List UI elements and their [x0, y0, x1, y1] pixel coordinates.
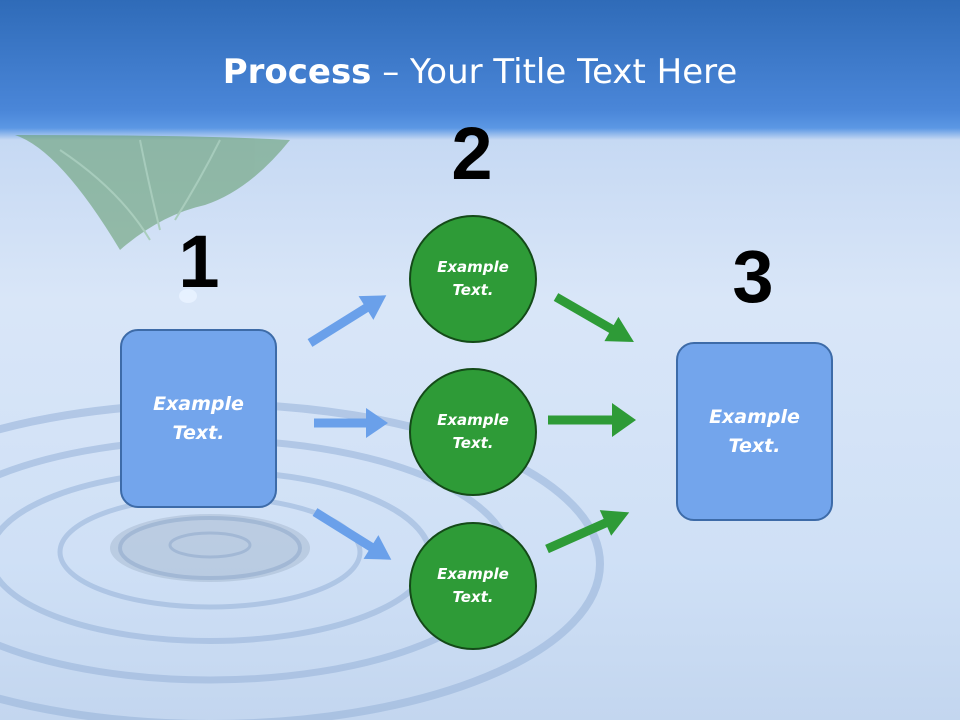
step-2-circle-top: Example Text. — [409, 215, 537, 343]
title-bold: Process — [222, 52, 372, 92]
slide-title: Process – Your Title Text Here — [0, 52, 960, 92]
arrow-2-bottom-to-3 — [545, 510, 630, 554]
droplet-image — [179, 289, 197, 303]
arrow-1-to-2-bottom — [312, 508, 392, 560]
arrow-1-to-2-top — [307, 295, 387, 347]
step-2-top-label: Example Text. — [437, 258, 509, 299]
step-3-box: Example Text. — [676, 342, 833, 521]
step-3-label: Example Text. — [709, 405, 800, 457]
leaf-image — [15, 135, 290, 250]
step-number-1: 1 — [178, 220, 220, 303]
step-1-box: Example Text. — [120, 329, 277, 508]
blue-arrows — [307, 295, 392, 560]
arrow-1-to-2-middle — [314, 408, 388, 438]
step-1-label: Example Text. — [153, 392, 244, 444]
green-arrows — [545, 293, 636, 554]
step-2-middle-label: Example Text. — [437, 411, 509, 452]
step-number-2: 2 — [451, 112, 493, 195]
title-rest: – Your Title Text Here — [371, 52, 738, 92]
step-2-circle-middle: Example Text. — [409, 368, 537, 496]
arrow-2-middle-to-3 — [548, 403, 636, 437]
arrow-2-top-to-3 — [553, 293, 634, 342]
step-number-3: 3 — [732, 235, 774, 318]
step-2-bottom-label: Example Text. — [437, 565, 509, 606]
step-2-circle-bottom: Example Text. — [409, 522, 537, 650]
